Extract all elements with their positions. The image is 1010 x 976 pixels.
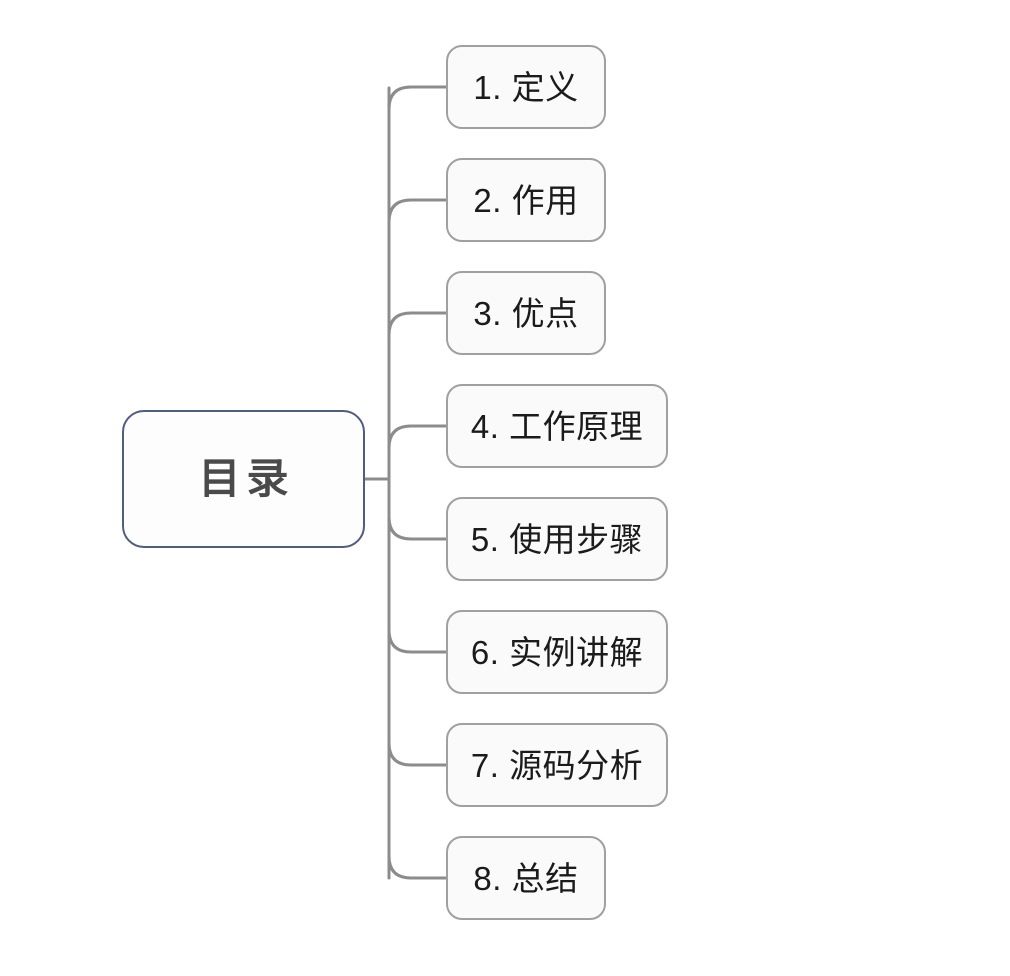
- child-node-8[interactable]: 8. 总结: [446, 836, 606, 920]
- child-node-4[interactable]: 4. 工作原理: [446, 384, 668, 468]
- child-node-3[interactable]: 3. 优点: [446, 271, 606, 355]
- child-node-label-4: 4. 工作原理: [470, 407, 644, 445]
- child-node-5[interactable]: 5. 使用步骤: [446, 497, 668, 581]
- child-node-1[interactable]: 1. 定义: [446, 45, 606, 129]
- child-node-label-7: 7. 源码分析: [470, 746, 644, 784]
- child-node-label-1: 1. 定义: [473, 68, 579, 106]
- child-node-6[interactable]: 6. 实例讲解: [446, 610, 668, 694]
- child-node-label-5: 5. 使用步骤: [470, 520, 644, 558]
- root-node-label: 目录: [198, 455, 295, 502]
- child-node-7[interactable]: 7. 源码分析: [446, 723, 668, 807]
- child-node-label-8: 8. 总结: [473, 859, 579, 897]
- root-node[interactable]: 目录: [122, 410, 365, 548]
- child-node-2[interactable]: 2. 作用: [446, 158, 606, 242]
- child-node-label-6: 6. 实例讲解: [470, 633, 644, 671]
- child-node-label-3: 3. 优点: [473, 294, 579, 332]
- child-node-label-2: 2. 作用: [473, 181, 579, 219]
